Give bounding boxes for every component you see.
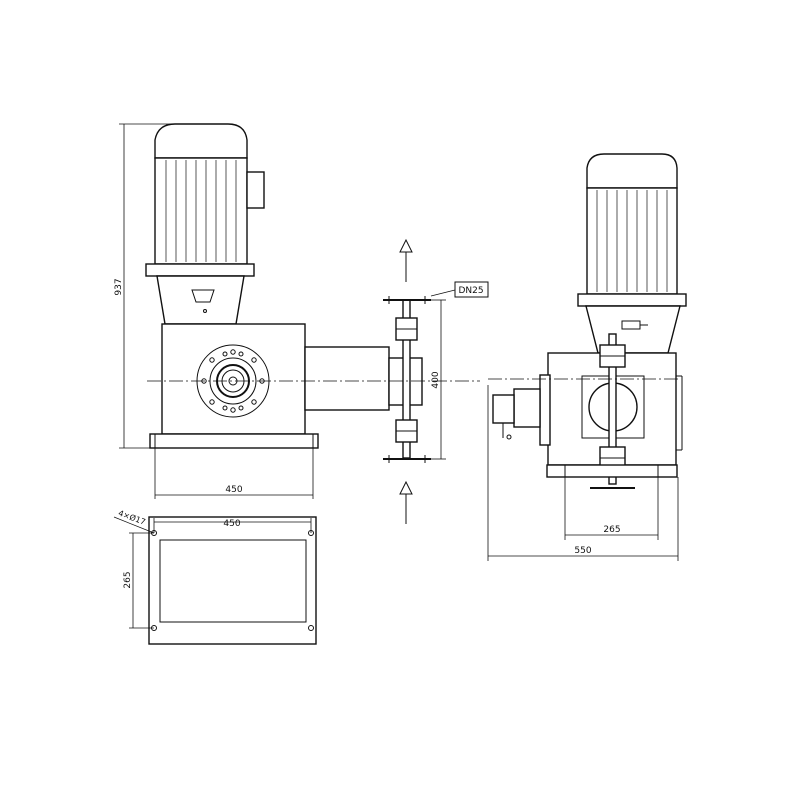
base-plan-view: 450 265 4×Ø17	[113, 508, 317, 645]
side-overall-width-label: 550	[574, 546, 591, 556]
front-motor-flange	[145, 263, 255, 277]
height-label: 937	[114, 278, 124, 295]
flow-out-arrow-icon	[399, 238, 413, 282]
front-adapter-window	[191, 289, 215, 303]
front-motor-fins	[165, 160, 237, 262]
base-plate-cutout	[159, 539, 307, 623]
front-width-label: 450	[225, 485, 242, 495]
base-plate-outer	[148, 516, 317, 645]
side-base	[546, 464, 678, 478]
side-base-dimension: 265	[564, 477, 659, 540]
front-width-dimension: 450	[154, 448, 314, 499]
port-spacing-label: 400	[431, 371, 441, 388]
port-size-label: DN25	[458, 286, 483, 296]
front-terminal-box	[246, 171, 265, 209]
base-depth-dimension: 265	[123, 532, 154, 629]
front-motor-cap	[154, 123, 248, 159]
side-overall-dimension: 550	[487, 385, 679, 561]
side-motor-body	[586, 187, 678, 295]
flow-in-arrow-icon	[399, 480, 413, 524]
front-adapter	[156, 275, 245, 325]
base-depth-label: 265	[123, 571, 133, 588]
front-base	[149, 433, 319, 449]
mount-holes-callout: 4×Ø17	[113, 508, 155, 534]
front-discharge-pipe	[383, 296, 431, 463]
port-size-callout: DN25	[430, 281, 489, 298]
side-view: 265 550	[487, 153, 687, 561]
base-width-label: 450	[223, 519, 240, 529]
front-pump-housing	[304, 346, 390, 411]
front-view: DN25 400 937 450	[114, 123, 489, 524]
side-base-width-label: 265	[603, 525, 620, 535]
side-motor-cap	[586, 153, 678, 189]
side-motor-flange	[577, 293, 687, 307]
port-spacing-dimension: 400	[431, 299, 446, 460]
front-motor-body	[154, 157, 248, 265]
side-input-flange	[492, 374, 551, 446]
front-gearbox	[161, 323, 306, 435]
height-dimension: 937	[114, 123, 176, 449]
side-motor-fins	[596, 190, 668, 292]
side-valve-stack	[590, 333, 635, 489]
base-width-dimension: 450	[153, 518, 312, 533]
